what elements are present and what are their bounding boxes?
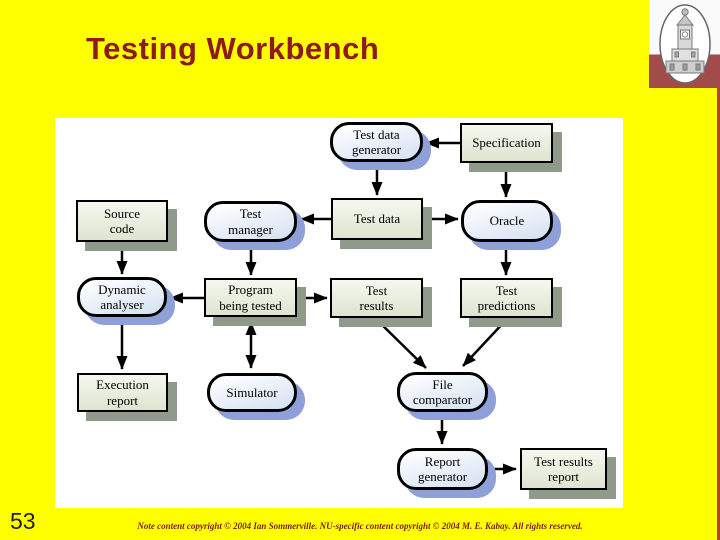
slide-title: Testing Workbench	[86, 31, 380, 66]
diagram-node-specification: Specification	[460, 123, 553, 163]
diagram-node-test-data-generator: Test data generator	[330, 122, 423, 162]
page-number: 53	[10, 508, 36, 534]
diagram-node-dynamic-analyser: Dynamic analyser	[77, 277, 167, 317]
diagram-node-test-results: Test results	[330, 278, 423, 318]
arrow-test-results-to-file-comparator	[376, 319, 427, 369]
footer-copyright: Note content copyright © 2004 Ian Sommer…	[137, 521, 583, 531]
arrow-test-predictions-to-file-comparator	[462, 319, 507, 367]
right-edge-accent-strip	[717, 88, 720, 540]
diagram-node-test-predictions: Test predictions	[460, 278, 553, 318]
diagram-node-program-being-tested: Program being tested	[204, 278, 297, 317]
diagram-arrows	[116, 137, 517, 475]
diagram-node-oracle: Oracle	[461, 200, 553, 242]
diagram-node-file-comparator: File comparator	[397, 372, 488, 412]
diagram-node-test-data: Test data	[331, 198, 423, 240]
university-logo	[649, 0, 720, 88]
diagram-node-test-results-report: Test results report	[520, 448, 607, 490]
diagram-node-simulator: Simulator	[207, 373, 297, 412]
diagram-node-test-manager: Test manager	[204, 201, 297, 242]
diagram-node-report-generator: Report generator	[397, 448, 488, 490]
clock-tower-icon	[658, 4, 711, 84]
diagram-node-source-code: Source code	[76, 200, 168, 242]
diagram-node-execution-report: Execution report	[77, 373, 168, 412]
